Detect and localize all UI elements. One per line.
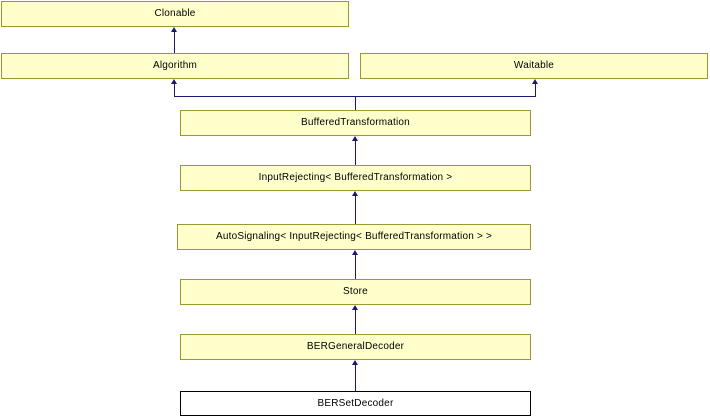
class-node-autosignaling[interactable]: AutoSignaling< InputRejecting< BufferedT… [177,224,531,250]
edge-autosignaling-to-inputrejecting [355,196,356,224]
class-node-label: BERSetDecoder [317,397,394,409]
class-node-label: Clonable [154,8,196,19]
arrow-up-icon-bergeneraldecoder [352,360,358,365]
class-node-store[interactable]: Store [180,279,531,305]
class-node-inputrejecting[interactable]: InputRejecting< BufferedTransformation > [180,165,531,191]
edge-store-to-autosignaling [355,255,356,279]
edge-bufferedtransformation-to-waitable [535,84,536,97]
edge-bufferedtransformation-to-algorithm [174,84,175,97]
arrow-up-icon-algorithm [171,79,177,84]
class-node-label: Store [343,286,368,297]
class-node-label: BufferedTransformation [301,117,410,128]
class-node-label: BERGeneralDecoder [306,341,405,352]
class-node-bergeneraldecoder[interactable]: BERGeneralDecoder [180,334,531,360]
class-node-clonable[interactable]: Clonable [1,1,349,27]
edge-bersetdecoder-to-bergeneraldecoder [355,365,356,391]
class-node-label: InputRejecting< BufferedTransformation > [258,172,453,183]
arrow-up-icon-clonable [171,27,177,32]
arrow-up-icon-inputrejecting [352,191,358,196]
edge-bergeneraldecoder-to-store [355,310,356,335]
arrow-up-icon-store [352,305,358,310]
arrow-up-icon-autosignaling [352,250,358,255]
edge-join-drop [355,96,356,110]
class-node-algorithm[interactable]: Algorithm [1,53,349,79]
arrow-up-icon-bufferedtransformation [352,136,358,141]
class-node-label: AutoSignaling< InputRejecting< BufferedT… [215,231,492,242]
edge-inputrejecting-to-bufferedtransformation [355,141,356,165]
class-node-label: Algorithm [152,60,198,71]
arrow-up-icon-waitable [532,79,538,84]
edge-algorithm-to-clonable [174,32,175,53]
class-node-bersetdecoder[interactable]: BERSetDecoder [180,391,531,416]
class-node-label: Waitable [513,60,555,71]
class-node-bufferedtransformation[interactable]: BufferedTransformation [180,110,531,136]
class-node-waitable[interactable]: Waitable [360,53,708,79]
